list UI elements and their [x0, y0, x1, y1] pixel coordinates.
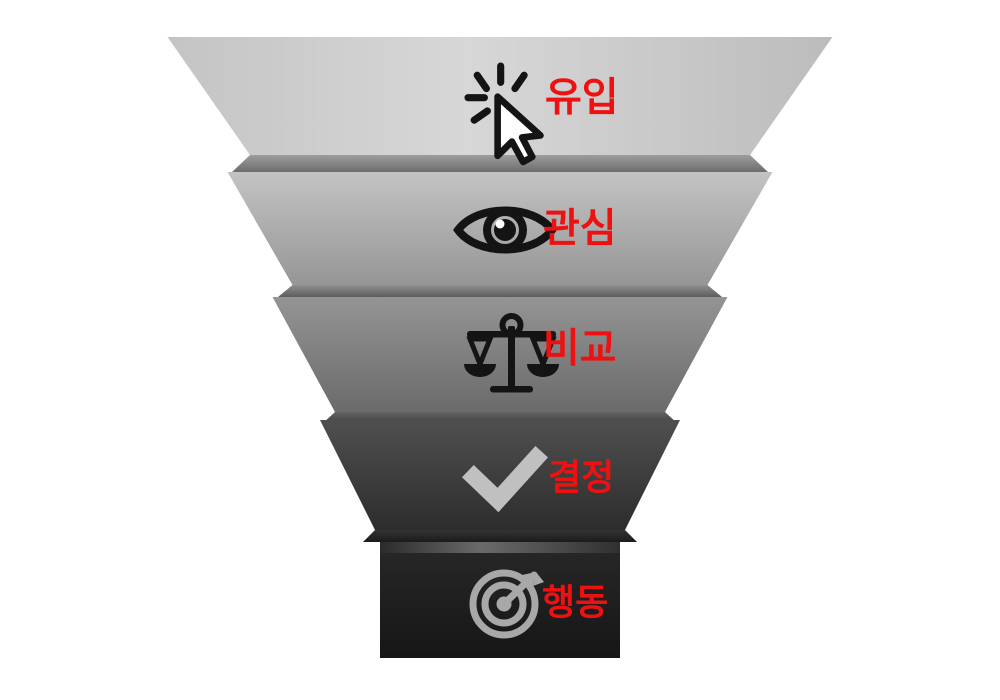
stage-2-bevel: [278, 285, 722, 297]
cursor-click-icon: [464, 62, 544, 166]
stage-2-label: 관심: [543, 207, 617, 251]
funnel-stage-1[interactable]: 유입: [167, 37, 833, 172]
stage-3-body: [272, 297, 728, 412]
stage-1-bevel: [232, 155, 768, 172]
stage-5-neck-bevel: [380, 542, 620, 556]
target-arrow-icon: [469, 569, 544, 639]
stage-3-label: 비교: [543, 327, 617, 371]
funnel-stage-5[interactable]: 행동: [380, 542, 620, 658]
stage-1-label: 유입: [545, 76, 619, 120]
balance-scale-icon: [464, 313, 559, 393]
stage-4-body: [320, 420, 680, 530]
stage-4-label: 결정: [548, 457, 614, 498]
check-mark-icon: [461, 445, 549, 513]
stage-5-label: 행동: [542, 582, 608, 623]
funnel-stage-3[interactable]: 비교: [272, 297, 728, 424]
eye-icon: [453, 206, 557, 254]
funnel-stage-4[interactable]: 결정: [320, 420, 680, 542]
funnel-stage-2[interactable]: 관심: [227, 172, 773, 297]
stage-4-bevel: [363, 530, 637, 542]
